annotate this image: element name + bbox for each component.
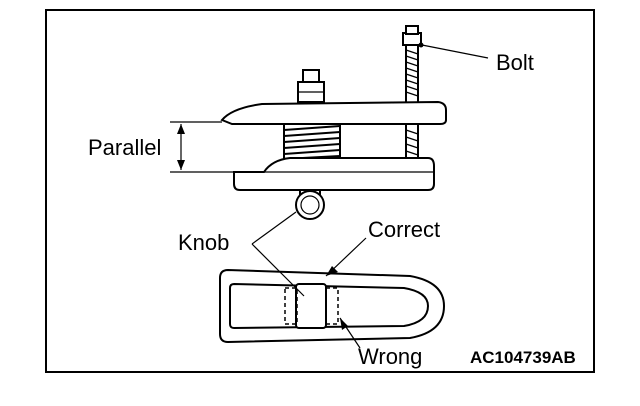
spring bbox=[283, 123, 341, 161]
knob-wrong-position-right bbox=[325, 287, 339, 325]
knob bbox=[295, 189, 325, 220]
figure-code: AC104739AB bbox=[470, 348, 576, 367]
lower-arm bbox=[233, 157, 435, 191]
knob-wrong-position-left bbox=[284, 287, 298, 325]
knob-correct-position bbox=[295, 283, 327, 329]
tool-bottom-view bbox=[219, 268, 446, 344]
knob-label: Knob bbox=[178, 230, 229, 255]
upper-tool-assembly bbox=[220, 25, 447, 220]
center-screw bbox=[297, 69, 325, 103]
wrong-label: Wrong bbox=[358, 344, 422, 369]
figure-frame bbox=[45, 9, 595, 373]
bolt-label: Bolt bbox=[496, 50, 534, 75]
upper-arm bbox=[220, 100, 447, 125]
parallel-label: Parallel bbox=[88, 135, 161, 160]
leader-lines bbox=[251, 42, 489, 349]
clamp-outer bbox=[219, 268, 446, 344]
correct-label: Correct bbox=[368, 217, 440, 242]
parallel-dimension bbox=[170, 121, 234, 173]
